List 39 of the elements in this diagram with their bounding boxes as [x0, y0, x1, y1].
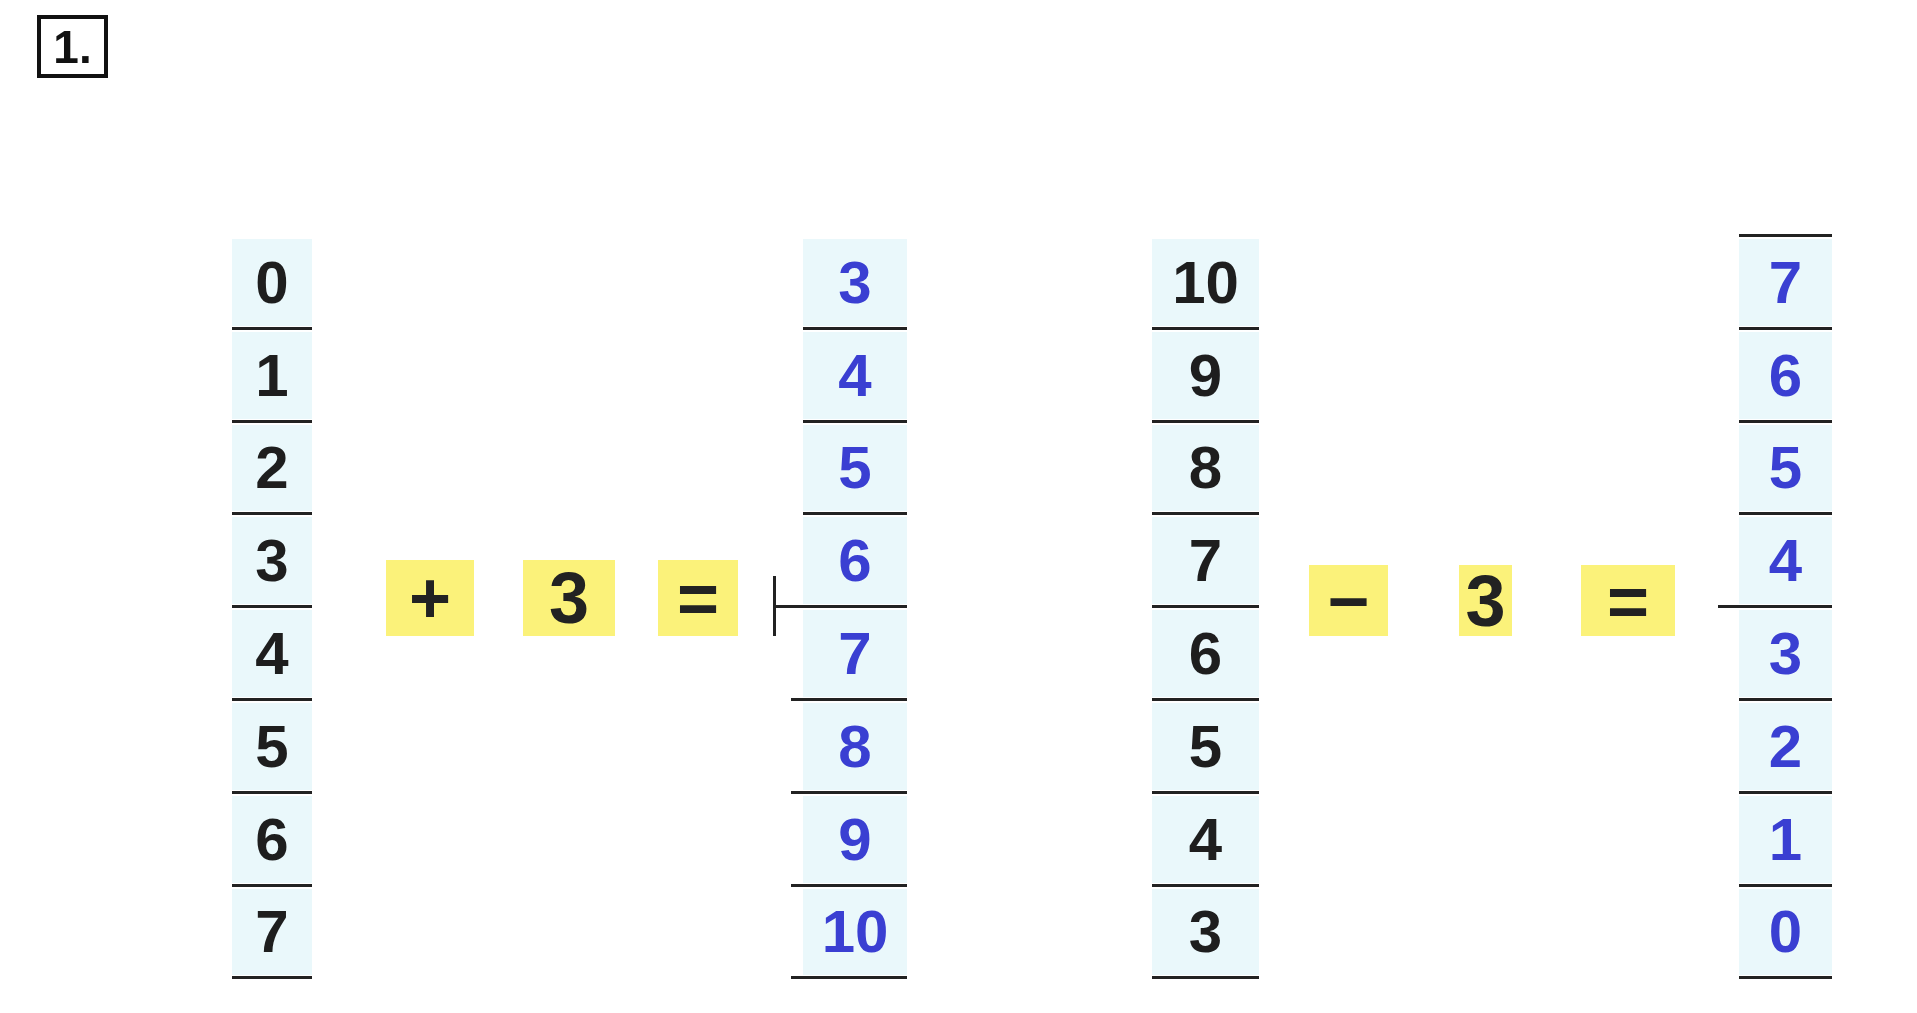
number: 10	[1152, 239, 1259, 326]
number: 5	[803, 424, 907, 512]
exercise-number: 1.	[37, 15, 108, 78]
number: 6	[803, 517, 907, 605]
highlight-box: =	[1581, 565, 1675, 636]
highlight-box: 3	[523, 560, 615, 636]
number: 5	[232, 703, 312, 790]
number: 6	[1152, 610, 1259, 697]
number: 0	[1739, 888, 1832, 976]
number: 5	[1739, 424, 1832, 512]
highlight-box: =	[658, 560, 738, 636]
number: 7	[803, 610, 907, 697]
number: 6	[1739, 331, 1832, 419]
number: 4	[232, 610, 312, 697]
number: 4	[803, 331, 907, 419]
number: 10	[803, 888, 907, 976]
number: 6	[232, 795, 312, 883]
number: 0	[232, 239, 312, 326]
number: 9	[803, 795, 907, 883]
number: 7	[1152, 517, 1259, 605]
highlight-box: 3	[1459, 565, 1512, 636]
number: 7	[232, 888, 312, 976]
number: 4	[1739, 517, 1832, 605]
number: 2	[1739, 703, 1832, 790]
highlight-box: +	[386, 560, 474, 636]
number: 8	[803, 703, 907, 790]
number: 8	[1152, 424, 1259, 512]
number: 3	[1152, 888, 1259, 976]
number: 4	[1152, 795, 1259, 883]
number: 1	[232, 331, 312, 419]
number: 3	[232, 517, 312, 605]
highlight-box: −	[1309, 565, 1388, 636]
number: 1	[1739, 795, 1832, 883]
number: 7	[1739, 239, 1832, 326]
number: 9	[1152, 331, 1259, 419]
number: 3	[1739, 610, 1832, 697]
number: 3	[803, 239, 907, 326]
number: 5	[1152, 703, 1259, 790]
number: 2	[232, 424, 312, 512]
